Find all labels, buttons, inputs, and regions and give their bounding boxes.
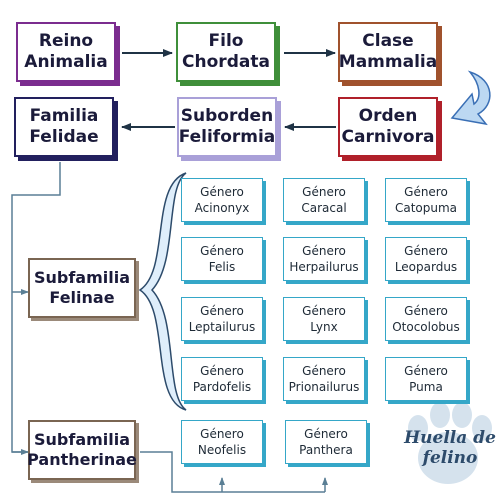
genus-label: Género Catopuma xyxy=(394,185,458,215)
genus-box: Género Panthera xyxy=(285,420,367,464)
felinae-label: Subfamilia Felinae xyxy=(33,268,131,307)
genus-label: Género Caracal xyxy=(301,185,347,215)
genus-box: Género Pardofelis xyxy=(181,357,263,401)
genus-label: Género Leptailurus xyxy=(188,304,256,334)
genus-box: Género Felis xyxy=(181,237,263,281)
genus-label: Género Pardofelis xyxy=(192,364,252,394)
genus-label: Género Felis xyxy=(200,244,244,274)
genus-box: Género Acinonyx xyxy=(181,178,263,222)
felinae-brace xyxy=(138,172,187,411)
clase-label: Clase Mammalia xyxy=(338,31,438,72)
genus-box: Género Catopuma xyxy=(385,178,467,222)
genus-label: Género Otocolobus xyxy=(392,304,460,334)
reino-label: Reino Animalia xyxy=(24,31,108,72)
reino-box: Reino Animalia xyxy=(16,22,116,82)
genus-box: Género Leopardus xyxy=(385,237,467,281)
familia-label: Familia Felidae xyxy=(29,106,99,147)
genus-label: Género Acinonyx xyxy=(194,185,250,215)
genus-box: Género Caracal xyxy=(283,178,365,222)
felinae-box: Subfamilia Felinae xyxy=(28,258,136,318)
genus-box: Género Lynx xyxy=(283,297,365,341)
genus-label: Género Lynx xyxy=(302,304,346,334)
genus-box: Género Leptailurus xyxy=(181,297,263,341)
genus-label: Género Neofelis xyxy=(197,427,247,457)
pantherinae-label: Subfamilia Pantherinae xyxy=(27,430,137,469)
suborden-label: Suborden Feliformia xyxy=(178,106,276,147)
suborden-box: Suborden Feliformia xyxy=(177,97,277,157)
genus-box: Género Prionailurus xyxy=(283,357,365,401)
paw-watermark-icon xyxy=(408,402,492,484)
filo-box: Filo Chordata xyxy=(176,22,276,82)
familia-box: Familia Felidae xyxy=(14,97,114,157)
curl-arrow xyxy=(450,70,491,126)
filo-label: Filo Chordata xyxy=(182,31,270,72)
pantherinae-line xyxy=(140,451,325,493)
genus-label: Género Leopardus xyxy=(394,244,458,274)
genus-box: Género Puma xyxy=(385,357,467,401)
orden-label: Orden Carnivora xyxy=(341,106,435,147)
genus-label: Género Panthera xyxy=(299,427,353,457)
orden-box: Orden Carnivora xyxy=(338,97,438,157)
watermark-text: Huella de felino xyxy=(404,428,496,468)
genus-label: Género Prionailurus xyxy=(288,364,360,394)
pantherinae-box: Subfamilia Pantherinae xyxy=(27,420,137,480)
genus-label: Género Puma xyxy=(404,364,448,394)
genus-box: Género Herpailurus xyxy=(283,237,365,281)
genus-box: Género Otocolobus xyxy=(385,297,467,341)
genus-label: Género Herpailurus xyxy=(289,244,359,274)
genus-box: Género Neofelis xyxy=(181,420,263,464)
clase-box: Clase Mammalia xyxy=(338,22,438,82)
